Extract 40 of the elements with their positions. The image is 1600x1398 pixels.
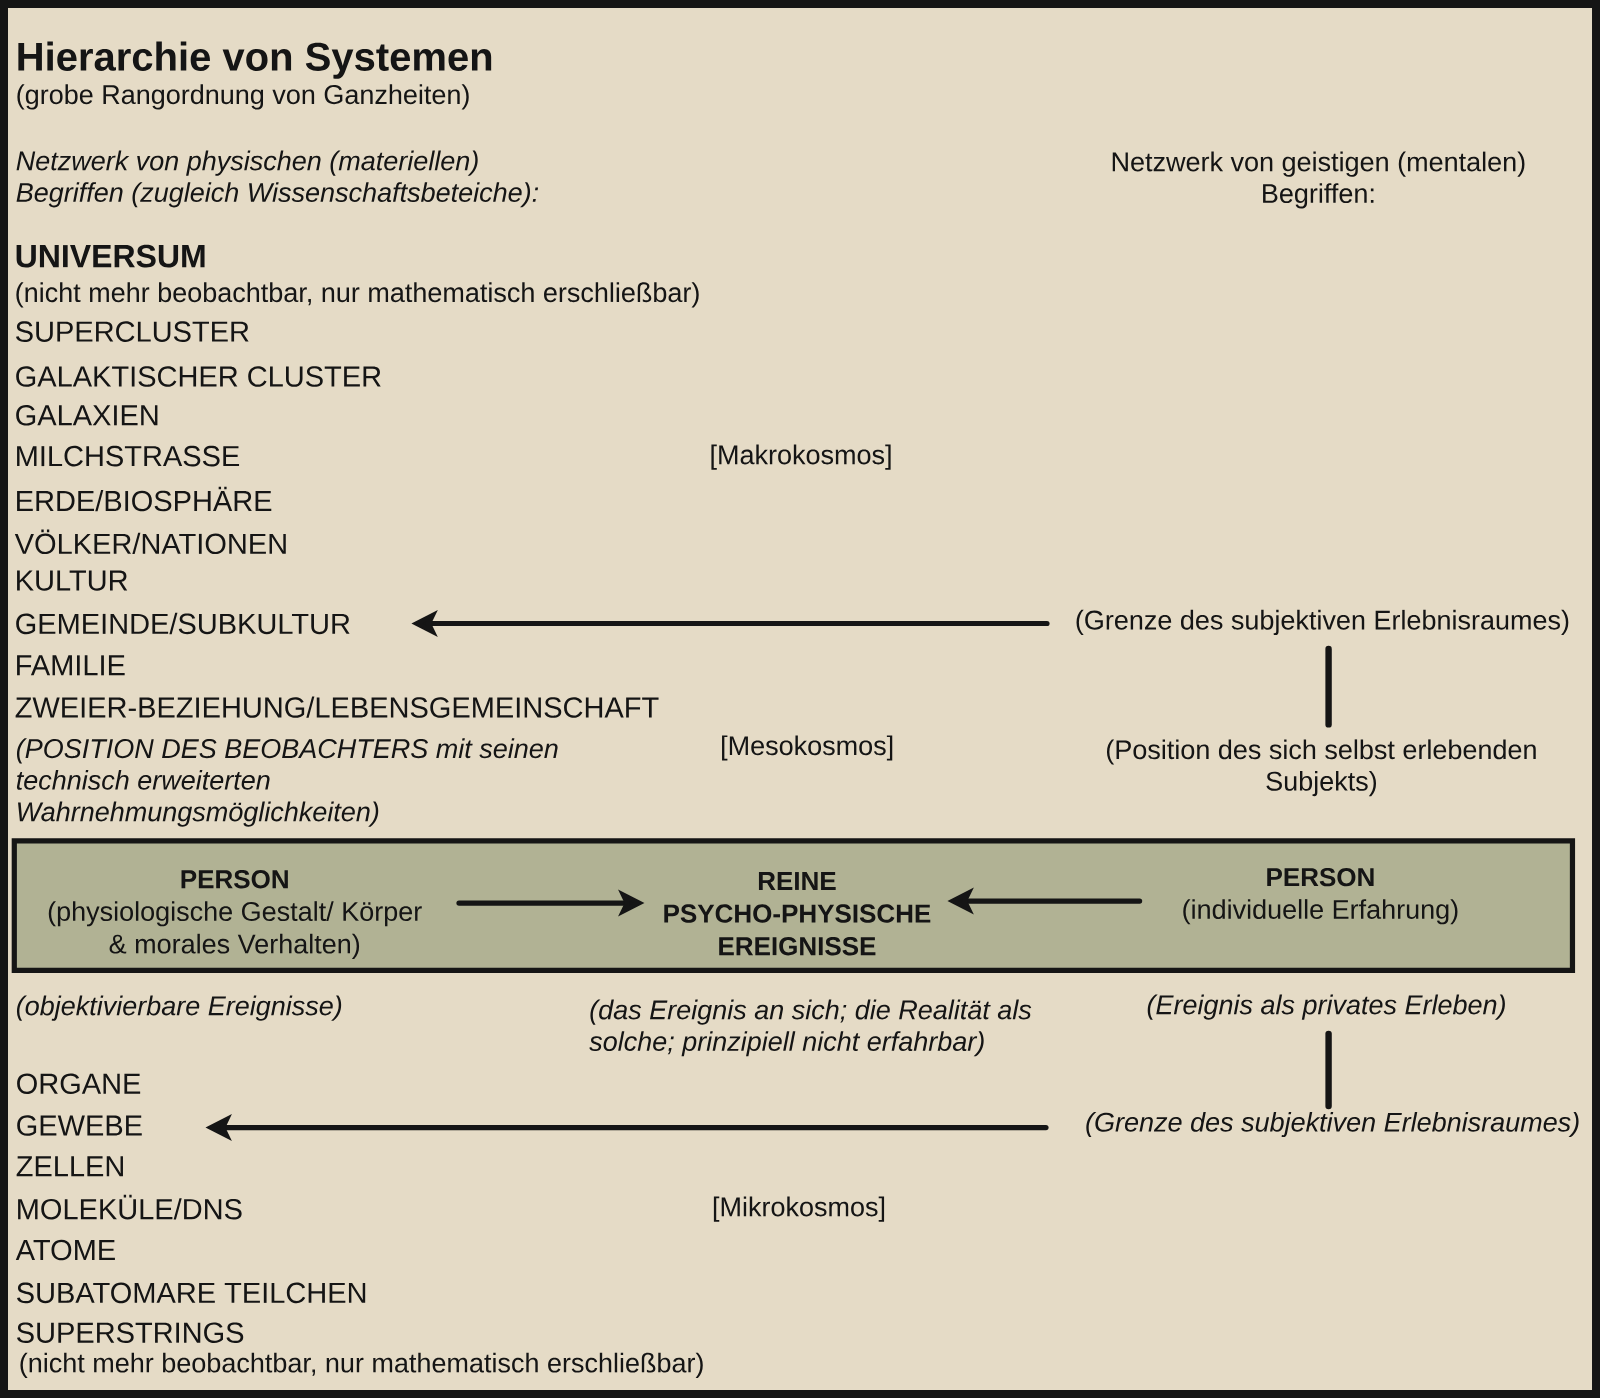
scale-label: [Makrokosmos] [711,444,891,470]
note: (nicht mehr beobachtbar, nur mathematisch erschließbar) [20,1352,703,1378]
note: (nicht mehr beobachtbar, nur mathematisch erschließbar) [16,282,699,308]
event-label: REINE PSYCHO-PHYSISCHE EREIGNISSE [664,872,931,956]
title: Hierarchie von Systemen [18,41,492,79]
note: (objektivierbare Ereignisse) [16,995,342,1021]
scale-label: [Mikrokosmos] [713,1196,885,1222]
hierarchy-level: KULTUR [17,570,128,591]
hierarchy-level: ERDE/BIOSPHÄRE [17,486,272,512]
column-heading: Netzwerk von physischen (materiellen) Begriffen (zugleich Wissenschaftsbeteiche): [16,150,539,208]
hierarchy-level: GEMEINDE/SUBKULTUR [16,612,350,635]
hierarchy-level: SUBATOMARE TEILCHEN [17,1282,366,1304]
note: (das Ereignis an sich; die Realität als solche; prinzipiell nicht erfahrbar) [589,999,1032,1057]
person-label: PERSON (physiologische Gestalt/ Körper & morales Verhalten) [48,870,422,959]
connector-line [1325,645,1332,728]
note: (POSITION DES BEOBACHTERS mit seinen technisch erweiterten Wahrnehmungsmöglichkeiten) [16,738,558,827]
hierarchy-level: SUPERSTRINGS [17,1322,244,1343]
annotation: (Ereignis als privates Erleben) [1147,994,1505,1020]
hierarchy-level: GEWEBE [17,1115,142,1136]
hierarchy-level: ATOME [15,1239,115,1261]
hierarchy-level: ZWEIER-BEZIEHUNG/LEBENSGEMEINSCHAFT [15,696,659,718]
hierarchy-level: MOLEKÜLE/DNS [18,1194,242,1220]
hierarchy-level: VÖLKER/NATIONEN [14,529,286,555]
scale-label: [Mesokosmos] [722,735,893,761]
annotation: (Grenze des subjektiven Erlebnisraumes) [1076,609,1569,636]
hierarchy-level: FAMILIE [17,655,125,676]
subtitle: (grobe Rangordnung von Ganzheiten) [17,84,469,110]
hierarchy-level: ZELLEN [16,1156,123,1177]
band-box [11,838,1576,973]
hierarchy-level: GALAXIEN [16,405,158,426]
column-heading: Netzwerk von geistigen (mentalen) Begriffen: [1112,151,1525,209]
annotation: (Grenze des subjektiven Erlebnisraumes) [1086,1111,1579,1138]
person-label: PERSON (individuelle Erfahrung) [1183,867,1458,925]
hierarchy-level: MILCHSTRASSE [17,445,240,467]
level-heading: UNIVERSUM [16,244,205,268]
hierarchy-level: ORGANE [17,1073,141,1094]
hierarchy-level: SUPERCLUSTER [16,321,249,342]
hierarchy-level: GALAKTISCHER CLUSTER [16,366,381,387]
annotation: (Position des sich selbst erlebenden Subjekts) [1107,739,1536,797]
connector-line [1325,1030,1332,1110]
